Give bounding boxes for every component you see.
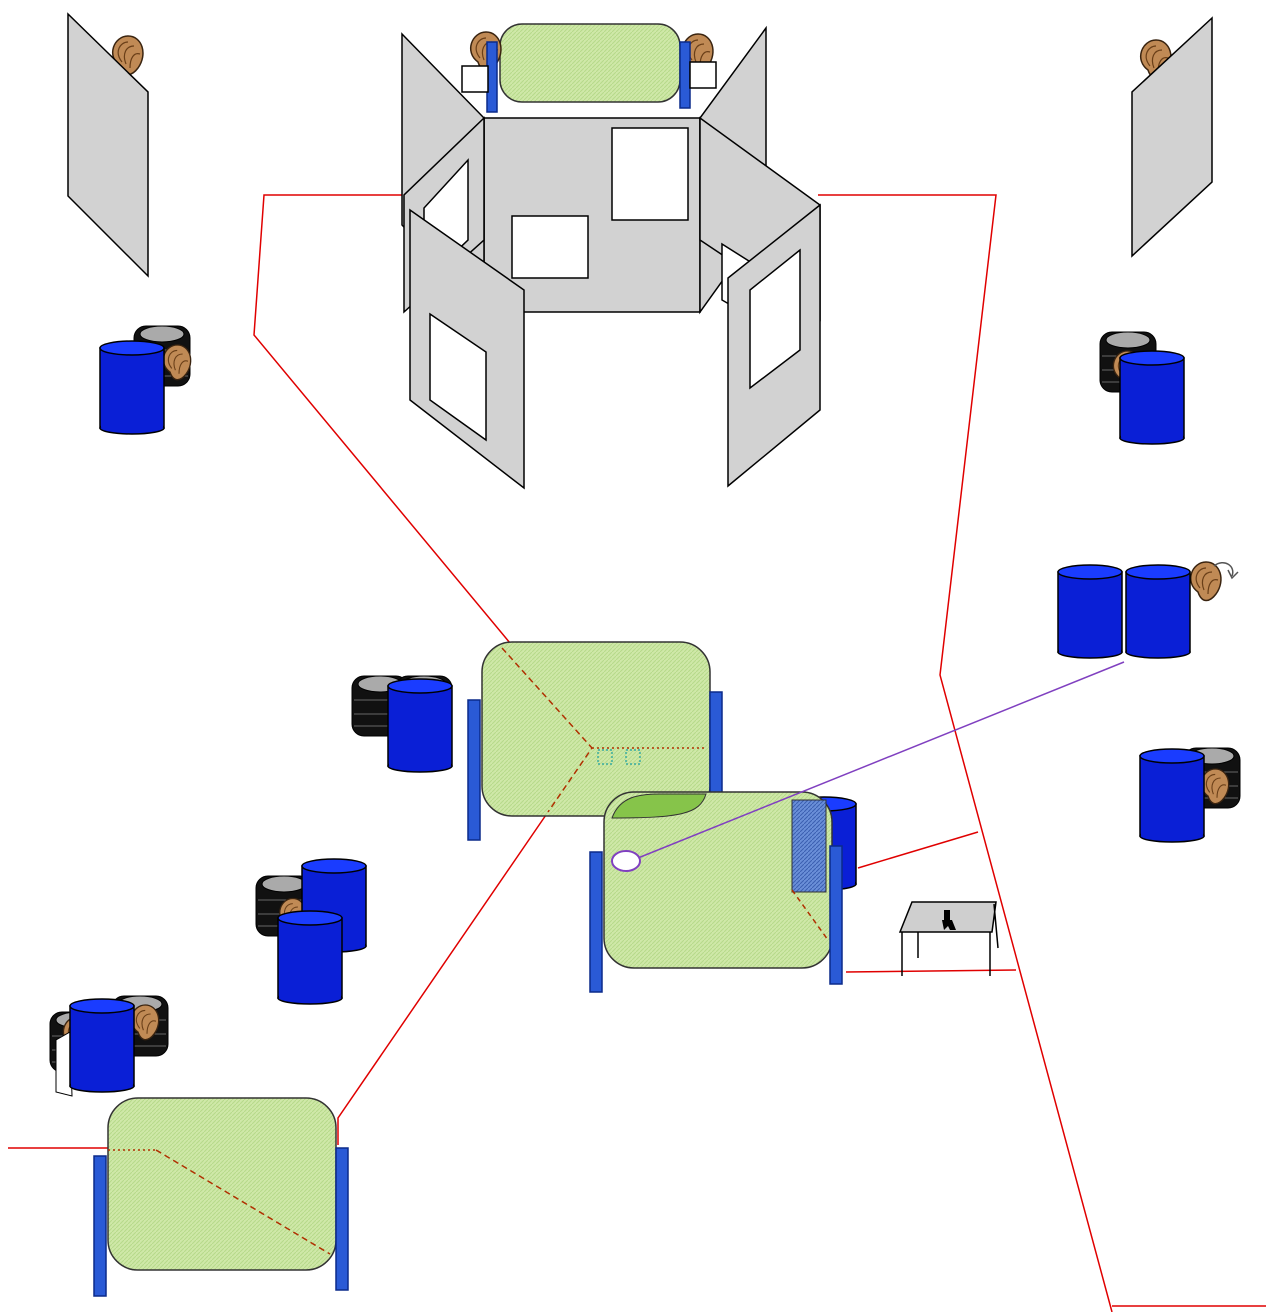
fault-line-to-table bbox=[857, 831, 979, 869]
popper-panel-right bbox=[1131, 16, 1213, 258]
pistol-icon bbox=[942, 910, 956, 930]
barrel-stack-upper-left bbox=[99, 325, 192, 435]
barrel-icon bbox=[1139, 748, 1205, 843]
fault-lines bbox=[8, 194, 1266, 1312]
cover-panel-center-bottom bbox=[589, 791, 857, 993]
barrel-stack-bottom-left bbox=[49, 995, 169, 1097]
window-back-right bbox=[611, 127, 689, 221]
shoot-house-with-windows bbox=[401, 25, 821, 490]
shoot-line-to-barrels bbox=[637, 661, 1125, 859]
barrel-stack-lower-left-center bbox=[255, 858, 367, 1005]
barrel-icon bbox=[1119, 350, 1185, 445]
fault-line-table-base bbox=[845, 969, 1017, 973]
barrel-stack-upper-right bbox=[1099, 331, 1185, 445]
fault-line-left bbox=[253, 194, 521, 656]
barrel-stack-middle-left bbox=[351, 675, 453, 773]
start-table bbox=[898, 901, 999, 976]
cover-panel-top bbox=[461, 23, 717, 113]
barrel-icon bbox=[277, 910, 343, 1005]
rotate-arrow-icon bbox=[1213, 562, 1239, 580]
window-back-left bbox=[511, 215, 589, 279]
cover-panel-bottom-left bbox=[93, 1097, 349, 1297]
barrel-icon bbox=[1057, 564, 1123, 659]
fault-line-right bbox=[818, 194, 1113, 1312]
barrel-icon bbox=[1125, 564, 1191, 659]
fault-line-center-diagonal bbox=[337, 811, 549, 1145]
barrel-icon bbox=[69, 998, 135, 1093]
popper-panel-left bbox=[67, 12, 149, 278]
barrel-stack-right-middle bbox=[1139, 747, 1241, 843]
barrel-pair-right bbox=[1057, 561, 1239, 659]
barrel-icon bbox=[387, 678, 453, 773]
barrel-icon bbox=[99, 340, 165, 435]
start-position-oval bbox=[611, 850, 641, 872]
